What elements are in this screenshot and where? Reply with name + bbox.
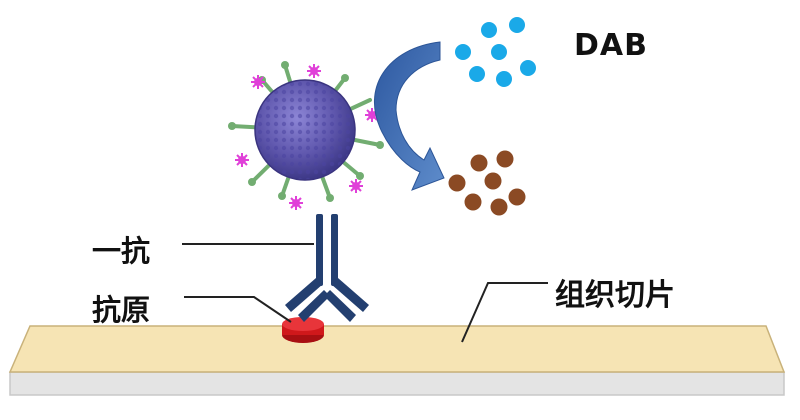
virus-texture [255, 80, 355, 180]
dab-precipitate [490, 198, 508, 216]
tissue-section-label: 组织切片 [555, 278, 675, 313]
primary-antibody-label: 一抗 [92, 234, 151, 268]
dab-particle [455, 44, 471, 60]
dab-precipitate [470, 154, 488, 172]
dab-precipitate [448, 174, 466, 192]
dab-precipitate [464, 193, 482, 211]
dab-precipitate [508, 188, 526, 206]
dab-particles-blue [455, 17, 536, 87]
antigen-label: 抗原 [92, 293, 151, 327]
antigen-leader [184, 296, 292, 323]
slide-base [9, 371, 785, 396]
dab-particles-brown [448, 150, 526, 216]
leader-lines [182, 243, 548, 343]
tissue-section-leader [461, 282, 548, 343]
antigen-disc [282, 317, 324, 343]
dab-particle [496, 71, 512, 87]
dab-particle [520, 60, 536, 76]
dab-precipitate [496, 150, 514, 168]
virus-particle [228, 61, 384, 210]
dab-particle [481, 22, 497, 38]
pink-markers [235, 64, 379, 210]
slide-top [8, 325, 786, 373]
conversion-arrow [373, 41, 445, 191]
primary-antibody [285, 214, 369, 322]
tissue-section-slide [8, 325, 786, 396]
dab-precipitate [484, 172, 502, 190]
spike-tips [228, 61, 384, 202]
dab-particle [509, 17, 525, 33]
dab-particle [491, 44, 507, 60]
dab-label: DAB [574, 28, 648, 63]
dab-particle [469, 66, 485, 82]
